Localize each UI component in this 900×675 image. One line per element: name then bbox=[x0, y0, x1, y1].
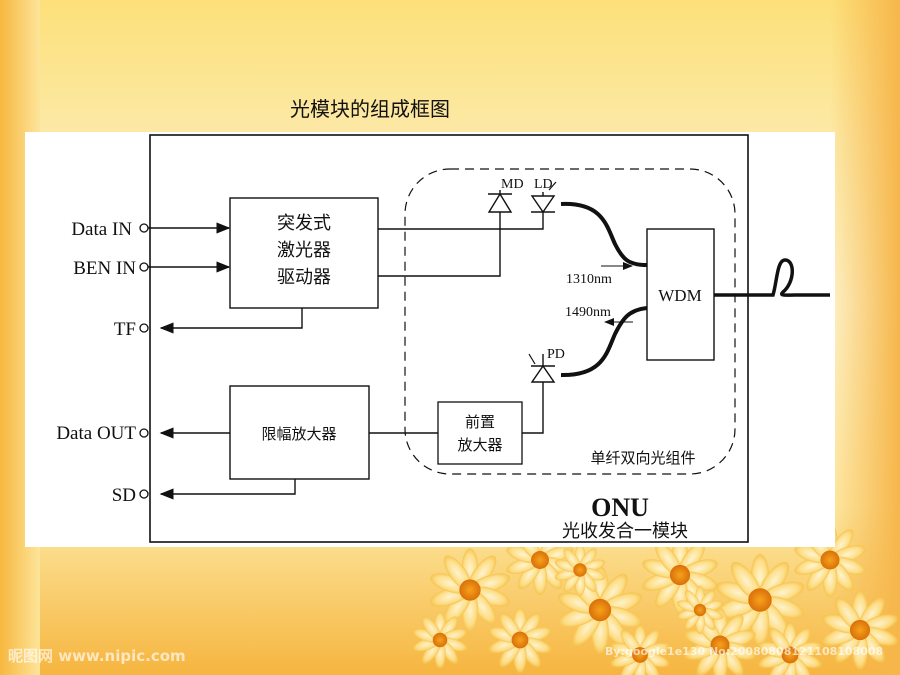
port-data-out bbox=[139, 428, 149, 438]
slide-title: 光模块的组成框图 bbox=[290, 97, 450, 121]
driver-to-md-line bbox=[378, 216, 501, 277]
module-description: 光收发合一模块 bbox=[562, 521, 688, 542]
module-outline bbox=[149, 134, 749, 543]
laser-driver-line3: 驱动器 bbox=[277, 267, 331, 288]
port-sd-label: SD bbox=[112, 485, 136, 506]
flower-icon bbox=[676, 585, 724, 635]
port-tf-label: TF bbox=[114, 319, 136, 340]
md-label: MD bbox=[501, 177, 524, 192]
port-sd bbox=[139, 489, 149, 499]
tf-arrow bbox=[159, 308, 303, 334]
laser-driver-line1: 突发式 bbox=[277, 213, 331, 234]
flower-icon bbox=[554, 543, 606, 597]
wdm-label: WDM bbox=[658, 286, 701, 305]
port-data-out-label: Data OUT bbox=[56, 423, 136, 444]
pd-diode-icon bbox=[528, 353, 556, 383]
port-ben-in bbox=[139, 262, 149, 272]
bosa-dashed-region bbox=[404, 168, 736, 475]
laser-driver-line2: 激光器 bbox=[277, 240, 331, 261]
port-tf bbox=[139, 323, 149, 333]
md-diode-icon bbox=[487, 190, 513, 216]
preamplifier-line1: 前置 bbox=[465, 413, 495, 431]
rx-fiber bbox=[560, 306, 648, 378]
port-data-in-label: Data IN bbox=[71, 219, 132, 240]
bosa-label: 单纤双向光组件 bbox=[590, 449, 695, 467]
wavelength-1310-label: 1310nm bbox=[566, 272, 612, 287]
limiting-amplifier-block bbox=[229, 385, 370, 480]
flower-icon bbox=[715, 553, 805, 647]
flower-icon bbox=[488, 607, 552, 673]
tx-fiber bbox=[560, 201, 648, 267]
laser-driver-block bbox=[229, 197, 379, 309]
port-ben-in-label: BEN IN bbox=[73, 258, 136, 279]
diagram-panel: Data IN BEN IN TF Data OUT SD 突发式 激光器 驱动… bbox=[25, 132, 835, 547]
onu-block-diagram: Data IN BEN IN TF Data OUT SD 突发式 激光器 驱动… bbox=[56, 134, 830, 543]
ld-diode-icon bbox=[530, 181, 557, 216]
onu-label: ONU bbox=[591, 493, 649, 522]
ld-label: LD bbox=[534, 177, 553, 192]
wdm-block bbox=[646, 228, 715, 361]
watermark-left: 昵图网 www.nipic.com bbox=[8, 647, 186, 665]
watermark-right: By:google1e130 No:20080808121108108008 bbox=[605, 645, 884, 658]
flower-icon bbox=[412, 611, 468, 669]
pd-label: PD bbox=[547, 347, 565, 362]
driver-to-ld-line bbox=[378, 216, 544, 230]
wavelength-1490-label: 1490nm bbox=[565, 305, 611, 320]
flower-icon bbox=[822, 590, 898, 670]
limiting-amplifier-label: 限幅放大器 bbox=[261, 425, 336, 443]
preamplifier-block bbox=[437, 401, 523, 465]
flower-icon bbox=[610, 624, 670, 675]
output-fiber-loop bbox=[714, 258, 830, 297]
port-data-in bbox=[139, 223, 149, 233]
pd-to-preamp-line bbox=[522, 382, 544, 434]
flower-icon bbox=[430, 548, 510, 632]
preamplifier-line2: 放大器 bbox=[457, 436, 502, 454]
sd-arrow bbox=[159, 479, 296, 500]
flower-icon bbox=[758, 622, 822, 675]
